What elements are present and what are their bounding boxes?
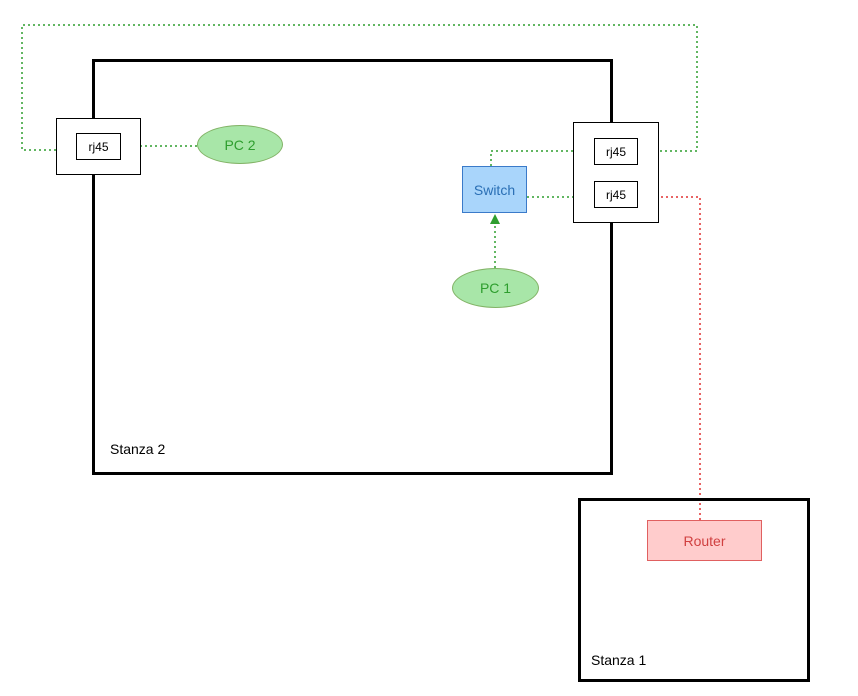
rj45-port-left[interactable]: rj45 bbox=[76, 133, 121, 160]
pc-2-node[interactable]: PC 2 bbox=[197, 125, 283, 164]
link-switch-to-rj45-top bbox=[490, 146, 593, 166]
room-stanza-2 bbox=[92, 59, 613, 475]
pc-1-node[interactable]: PC 1 bbox=[452, 268, 539, 308]
switch-node[interactable]: Switch bbox=[462, 166, 527, 213]
rj45-port-right-top[interactable]: rj45 bbox=[594, 138, 638, 165]
room-stanza-2-label: Stanza 2 bbox=[110, 441, 166, 457]
link-router-to-rj45 bbox=[638, 192, 701, 520]
room-stanza-1-label: Stanza 1 bbox=[591, 652, 647, 668]
room-stanza-1 bbox=[578, 498, 810, 682]
rj45-port-right-bottom[interactable]: rj45 bbox=[594, 181, 638, 208]
router-node[interactable]: Router bbox=[647, 520, 762, 561]
link-inter-room-cable bbox=[21, 24, 698, 155]
